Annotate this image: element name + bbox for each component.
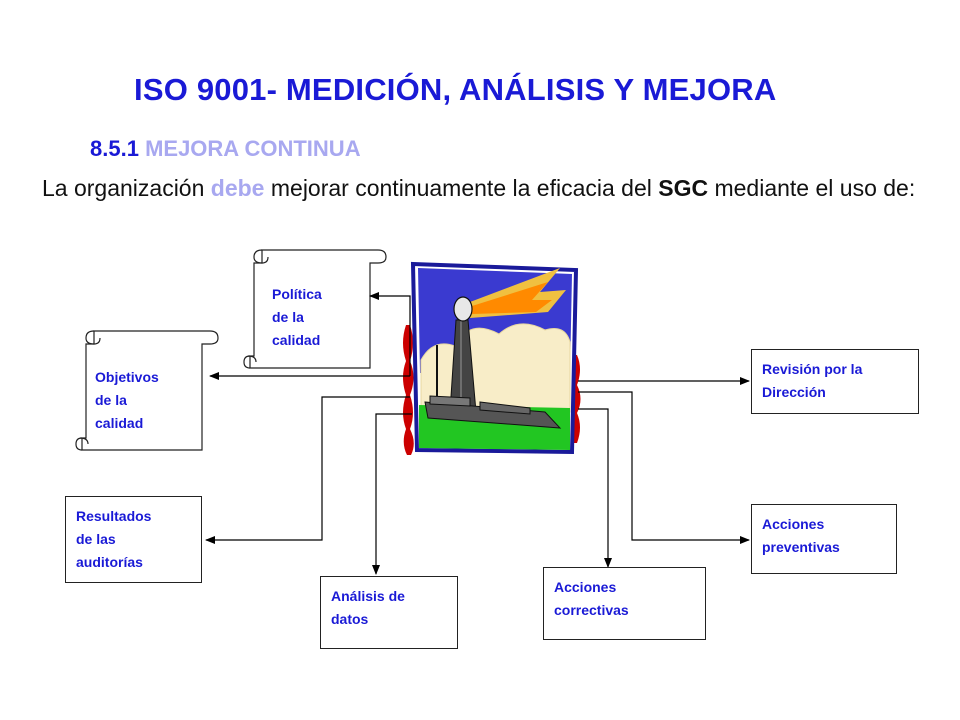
intro-debe: debe [210,175,265,201]
section-number: 8.5.1 [90,136,139,161]
box-resultados-auditorias: Resultados de las auditorías [65,496,202,583]
connector-analisis [372,413,412,575]
intro-text-3: mediante el uso de: [708,175,916,201]
box-revision-direccion: Revisión por la Dirección [751,349,919,414]
connector-preventivas [578,391,750,544]
scroll-objetivos [75,330,219,451]
item-objetivos-label: Objetivos de la calidad [95,369,159,431]
intro-text-1: La organización [42,175,211,201]
item-politica-label: Política de la calidad [272,286,322,348]
box-analisis-datos: Análisis de datos [320,576,458,649]
intro-text-2: mejorar continuamente la eficacia del [264,175,659,201]
box-acciones-correctivas: Acciones correctivas [543,567,706,640]
intro-sgc: SGC [658,175,709,201]
factory-clipart-icon [410,261,579,455]
box-acciones-preventivas: Acciones preventivas [751,504,897,574]
intro-paragraph: La organización debe mejorar continuamen… [42,170,922,206]
connector-lines [205,292,750,575]
section-heading: 8.5.1 MEJORA CONTINUA [90,136,361,162]
section-title: MEJORA CONTINUA [145,136,361,161]
flame-decoration-left [403,325,414,455]
connector-correctivas [578,408,612,568]
connector-politica [369,292,411,376]
connector-resultados [205,396,410,544]
scroll-politica [243,249,387,369]
page-title: ISO 9001- MEDICIÓN, ANÁLISIS Y MEJORA [134,72,777,107]
